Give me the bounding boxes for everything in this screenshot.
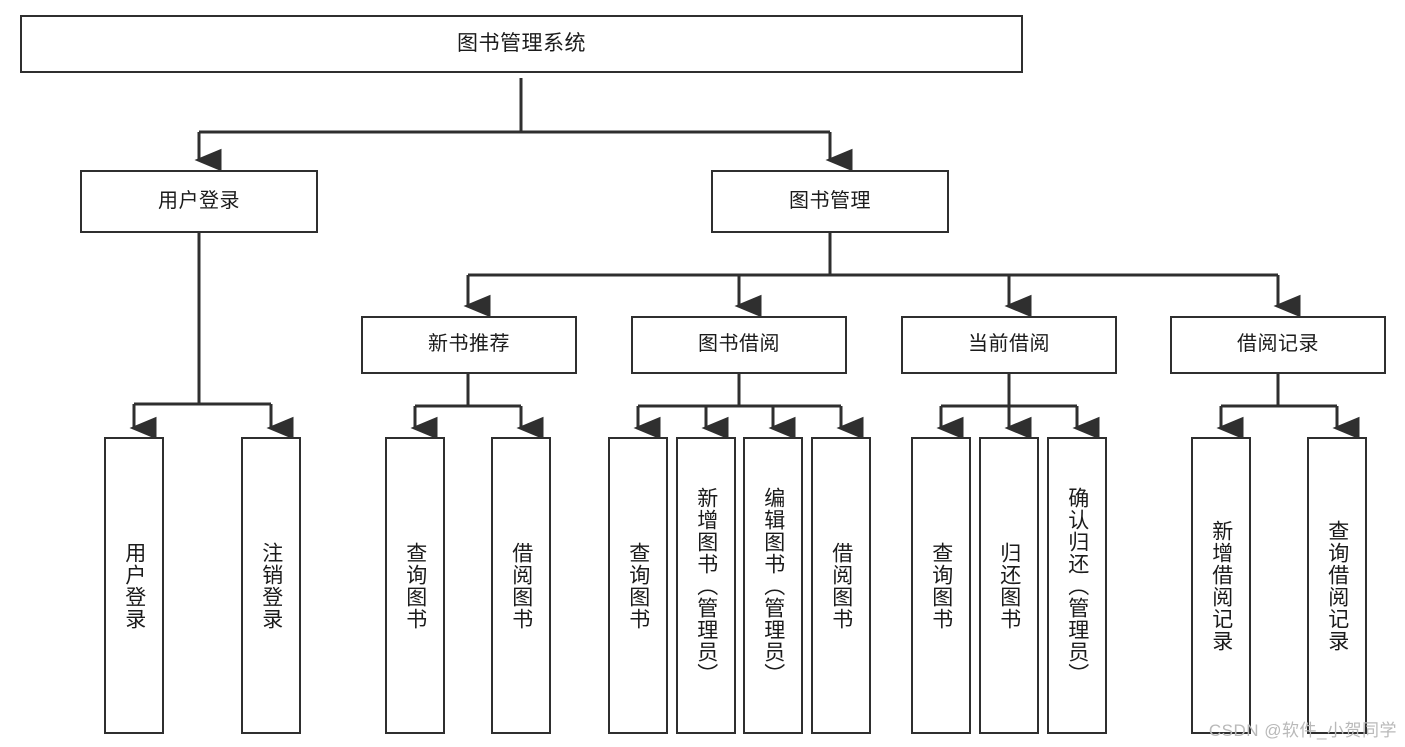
node-root-book-management-system[interactable]: 图书管理系统 xyxy=(20,15,1023,73)
node-label: 图书借阅 xyxy=(698,333,780,356)
leaf-user-login-login[interactable]: 用户登录 xyxy=(104,437,164,734)
leaf-borrow-record-query-record[interactable]: 查询借阅记录 xyxy=(1307,437,1367,734)
node-label: 借阅图书 xyxy=(509,541,533,630)
node-label: 借阅记录 xyxy=(1237,333,1319,356)
node-label: 借阅图书 xyxy=(829,541,853,630)
leaf-book-borrow-add-book-admin[interactable]: 新增图书（管理员） xyxy=(676,437,736,734)
node-label: 查询图书 xyxy=(929,541,953,630)
leaf-current-borrow-return-book[interactable]: 归还图书 xyxy=(979,437,1039,734)
node-label: 当前借阅 xyxy=(968,333,1050,356)
csdn-watermark: CSDN @软件_小贺同学 xyxy=(1208,721,1397,740)
node-label: 确认归还（管理员） xyxy=(1065,486,1089,685)
leaf-current-borrow-query-book[interactable]: 查询图书 xyxy=(911,437,971,734)
node-label: 注销登录 xyxy=(259,541,283,630)
leaf-book-borrow-borrow-book[interactable]: 借阅图书 xyxy=(811,437,871,734)
leaf-current-borrow-confirm-return-admin[interactable]: 确认归还（管理员） xyxy=(1047,437,1107,734)
node-label: 查询图书 xyxy=(403,541,427,630)
node-label: 查询借阅记录 xyxy=(1325,519,1349,652)
node-label: 图书管理 xyxy=(789,189,871,212)
node-label: 新书推荐 xyxy=(428,333,510,356)
node-label: 用户登录 xyxy=(122,541,146,630)
node-current-borrow[interactable]: 当前借阅 xyxy=(901,316,1117,374)
node-book-management[interactable]: 图书管理 xyxy=(711,170,949,233)
node-label: 编辑图书（管理员） xyxy=(761,486,785,685)
node-label: 图书管理系统 xyxy=(457,31,586,55)
node-label: 新增借阅记录 xyxy=(1209,519,1233,652)
node-label: 用户登录 xyxy=(158,189,240,212)
node-book-borrow[interactable]: 图书借阅 xyxy=(631,316,847,374)
node-label: 新增图书（管理员） xyxy=(694,486,718,685)
node-borrow-record[interactable]: 借阅记录 xyxy=(1170,316,1386,374)
node-label: 查询图书 xyxy=(626,541,650,630)
leaf-borrow-record-add-record[interactable]: 新增借阅记录 xyxy=(1191,437,1251,734)
leaf-new-book-borrow-book[interactable]: 借阅图书 xyxy=(491,437,551,734)
node-label: 归还图书 xyxy=(997,541,1021,630)
node-new-book-recommend[interactable]: 新书推荐 xyxy=(361,316,577,374)
leaf-book-borrow-edit-book-admin[interactable]: 编辑图书（管理员） xyxy=(743,437,803,734)
node-user-login[interactable]: 用户登录 xyxy=(80,170,318,233)
leaf-book-borrow-query-book[interactable]: 查询图书 xyxy=(608,437,668,734)
leaf-new-book-query-book[interactable]: 查询图书 xyxy=(385,437,445,734)
leaf-user-login-logout[interactable]: 注销登录 xyxy=(241,437,301,734)
